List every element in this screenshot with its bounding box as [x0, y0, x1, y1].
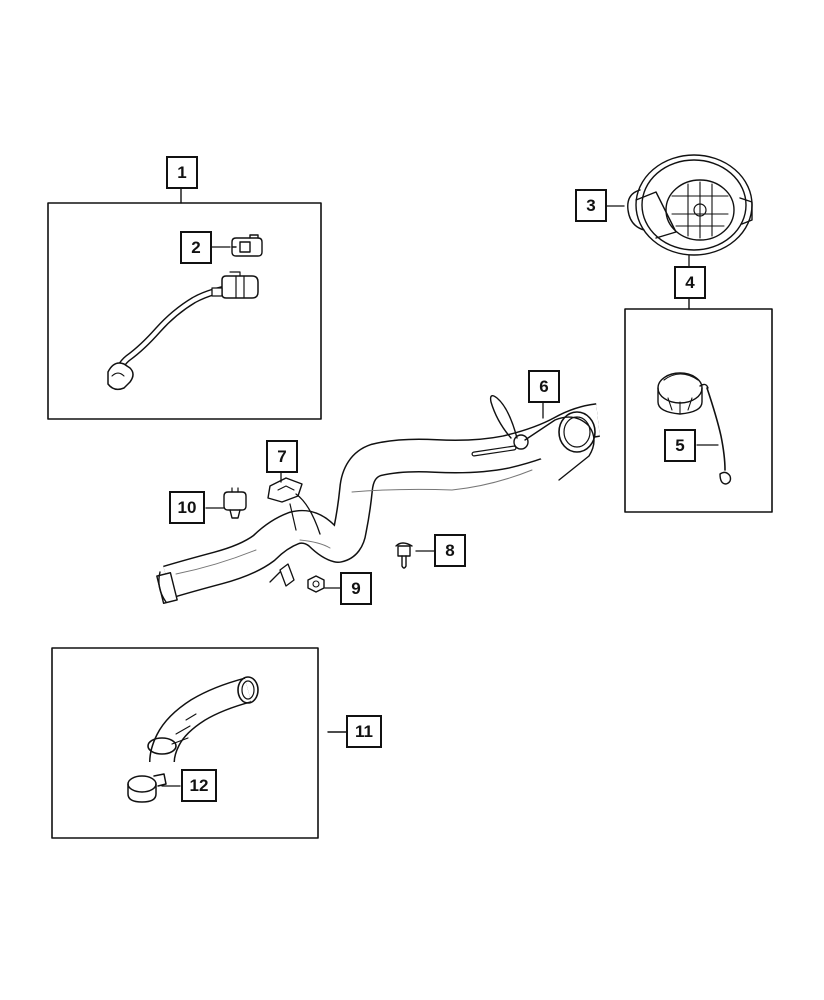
hose-clip-10 [223, 487, 247, 519]
callout-5: 5 [664, 429, 696, 462]
push-pin-8 [395, 542, 413, 569]
bracket-7 [267, 477, 321, 535]
lower-bracket [269, 563, 295, 587]
hose-clamp-12 [127, 773, 167, 803]
callout-9: 9 [340, 572, 372, 605]
callout-12: 12 [181, 769, 217, 802]
callout-10: 10 [169, 491, 205, 524]
kit-11-frame [51, 647, 319, 839]
callout-1: 1 [166, 156, 198, 189]
filler-tube-6 [156, 395, 601, 604]
callout-7: 7 [266, 440, 298, 473]
hose-connector-2 [231, 234, 263, 257]
callout-11: 11 [346, 715, 382, 748]
callout-4: 4 [674, 266, 706, 299]
callout-6: 6 [528, 370, 560, 403]
fuel-cap-5 [657, 372, 732, 485]
filler-door-housing-3 [627, 154, 753, 256]
callout-8: 8 [434, 534, 466, 567]
kit-1-frame [47, 202, 322, 420]
hex-nut-9 [307, 575, 325, 593]
callout-2: 2 [180, 231, 212, 264]
filler-hose-11 [147, 676, 259, 763]
kit-4-frame [624, 308, 773, 513]
callout-3: 3 [575, 189, 607, 222]
vapor-hose [107, 271, 259, 391]
